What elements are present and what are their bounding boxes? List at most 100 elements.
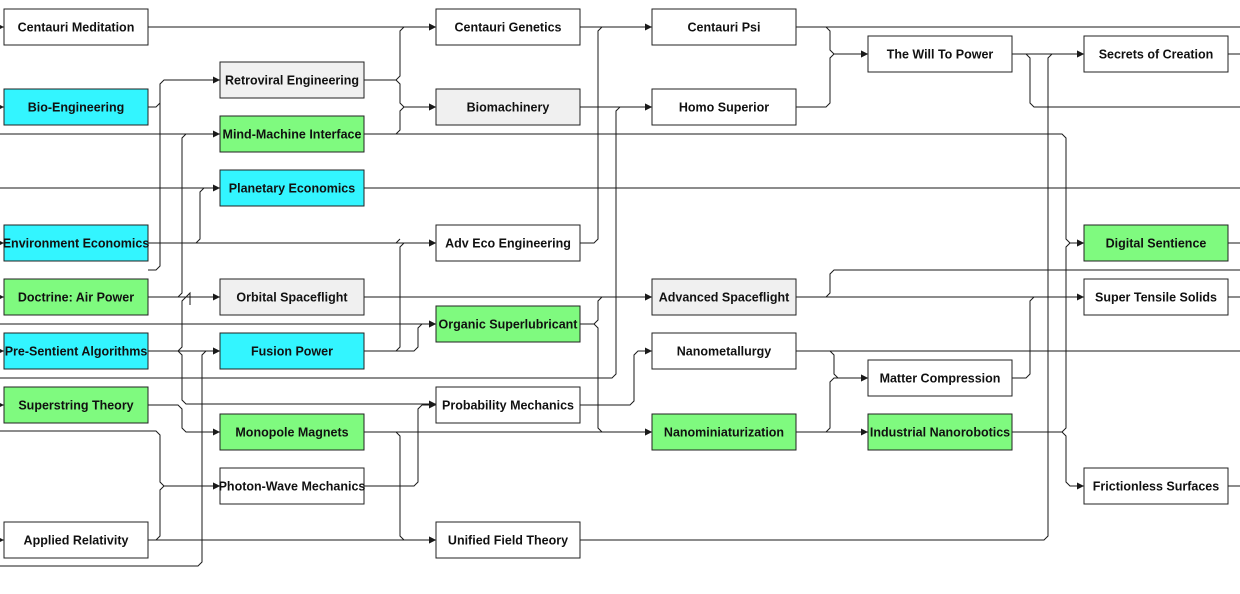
node-label: Nanominiaturization <box>664 426 784 440</box>
node-box <box>435 521 581 559</box>
connector-line <box>1012 53 1240 108</box>
connector-line <box>148 404 220 436</box>
connector-lines <box>0 23 1240 567</box>
connector-line <box>148 84 161 271</box>
tech-nodes: Centauri MeditationBio-EngineeringEnviro… <box>3 8 1229 559</box>
node-label: Advanced Spaceflight <box>659 291 790 305</box>
node-bio-engineering: Bio-Engineering <box>3 88 149 126</box>
node-pre-sentient-algorithms: Pre-Sentient Algorithms <box>3 332 149 370</box>
node-label: Unified Field Theory <box>448 534 568 548</box>
connector-line <box>364 79 436 111</box>
node-biomachinery: Biomachinery <box>435 88 581 126</box>
node-box <box>219 413 365 451</box>
connector-line <box>1012 431 1084 490</box>
node-box <box>3 386 149 424</box>
node-label: Bio-Engineering <box>28 101 125 115</box>
connector-line <box>364 23 436 81</box>
node-retroviral-engineering: Retroviral Engineering <box>219 61 365 99</box>
node-doctrine-air-power: Doctrine: Air Power <box>3 278 149 316</box>
node-label: Digital Sentience <box>1106 237 1207 251</box>
node-box <box>651 278 797 316</box>
node-organic-superlubricant: Organic Superlubricant <box>435 305 581 343</box>
node-label: Super Tensile Solids <box>1095 291 1217 305</box>
node-super-tensile-solids: Super Tensile Solids <box>1083 278 1229 316</box>
node-label: Secrets of Creation <box>1099 48 1214 62</box>
node-homo-superior: Homo Superior <box>651 88 797 126</box>
node-box <box>1083 35 1229 73</box>
node-box <box>1083 278 1229 316</box>
node-box <box>651 8 797 46</box>
node-industrial-nanorobotics: Industrial Nanorobotics <box>867 413 1013 451</box>
node-planetary-economics: Planetary Economics <box>219 169 365 207</box>
node-box <box>435 386 581 424</box>
connector-line <box>796 26 868 58</box>
connector-line <box>148 184 220 244</box>
node-monopole-magnets: Monopole Magnets <box>219 413 365 451</box>
connector-line <box>148 76 220 108</box>
node-box <box>435 8 581 46</box>
node-label: Pre-Sentient Algorithms <box>5 345 148 359</box>
connector-line <box>364 103 436 135</box>
connector-line <box>364 320 436 352</box>
node-label: Organic Superlubricant <box>439 318 579 332</box>
node-label: Doctrine: Air Power <box>18 291 134 305</box>
node-box <box>219 467 365 505</box>
connector-line <box>580 347 652 406</box>
connector-line <box>364 401 436 487</box>
connector-line <box>148 291 191 305</box>
node-probability-mechanics: Probability Mechanics <box>435 386 581 424</box>
node-label: Planetary Economics <box>229 182 355 196</box>
node-digital-sentience: Digital Sentience <box>1083 224 1229 262</box>
node-label: Homo Superior <box>679 101 769 115</box>
node-box <box>651 332 797 370</box>
node-label: Orbital Spaceflight <box>236 291 348 305</box>
node-label: Fusion Power <box>251 345 333 359</box>
node-box <box>1083 224 1229 262</box>
node-box <box>3 521 149 559</box>
connector-line <box>148 238 401 244</box>
connector-line <box>148 130 220 298</box>
node-box <box>219 115 365 153</box>
node-label: Monopole Magnets <box>235 426 348 440</box>
node-box <box>219 278 365 316</box>
connector-line <box>148 482 220 541</box>
node-nanometallurgy: Nanometallurgy <box>651 332 797 370</box>
node-box <box>435 305 581 343</box>
node-photon-wave-mechanics: Photon-Wave Mechanics <box>219 467 366 505</box>
node-superstring-theory: Superstring Theory <box>3 386 149 424</box>
node-box <box>3 88 149 126</box>
node-secrets-of-creation: Secrets of Creation <box>1083 35 1229 73</box>
node-mind-machine-interface: Mind-Machine Interface <box>219 115 365 153</box>
node-box <box>867 359 1013 397</box>
node-label: Centauri Meditation <box>18 21 135 35</box>
node-label: Frictionless Surfaces <box>1093 480 1219 494</box>
node-label: Matter Compression <box>880 372 1001 386</box>
node-frictionless-surfaces: Frictionless Surfaces <box>1083 467 1229 505</box>
node-box <box>651 413 797 451</box>
node-label: Centauri Genetics <box>455 21 562 35</box>
node-label: Photon-Wave Mechanics <box>219 480 366 494</box>
node-box <box>3 8 149 46</box>
node-box <box>435 224 581 262</box>
node-the-will-to-power: The Will To Power <box>867 35 1013 73</box>
node-label: Industrial Nanorobotics <box>870 426 1010 440</box>
node-orbital-spaceflight: Orbital Spaceflight <box>219 278 365 316</box>
node-box <box>435 88 581 126</box>
connector-line <box>796 50 868 108</box>
node-applied-relativity: Applied Relativity <box>3 521 149 559</box>
node-fusion-power: Fusion Power <box>219 332 365 370</box>
node-box <box>3 224 149 262</box>
node-box <box>867 413 1013 451</box>
connector-line <box>0 430 220 490</box>
node-unified-field-theory: Unified Field Theory <box>435 521 581 559</box>
node-box <box>219 169 365 207</box>
node-label: Probability Mechanics <box>442 399 574 413</box>
connector-line <box>796 374 868 433</box>
node-label: Adv Eco Engineering <box>445 237 571 251</box>
node-label: Applied Relativity <box>24 534 129 548</box>
node-box <box>3 332 149 370</box>
node-matter-compression: Matter Compression <box>867 359 1013 397</box>
node-advanced-spaceflight: Advanced Spaceflight <box>651 278 797 316</box>
node-nanominiaturization: Nanominiaturization <box>651 413 797 451</box>
